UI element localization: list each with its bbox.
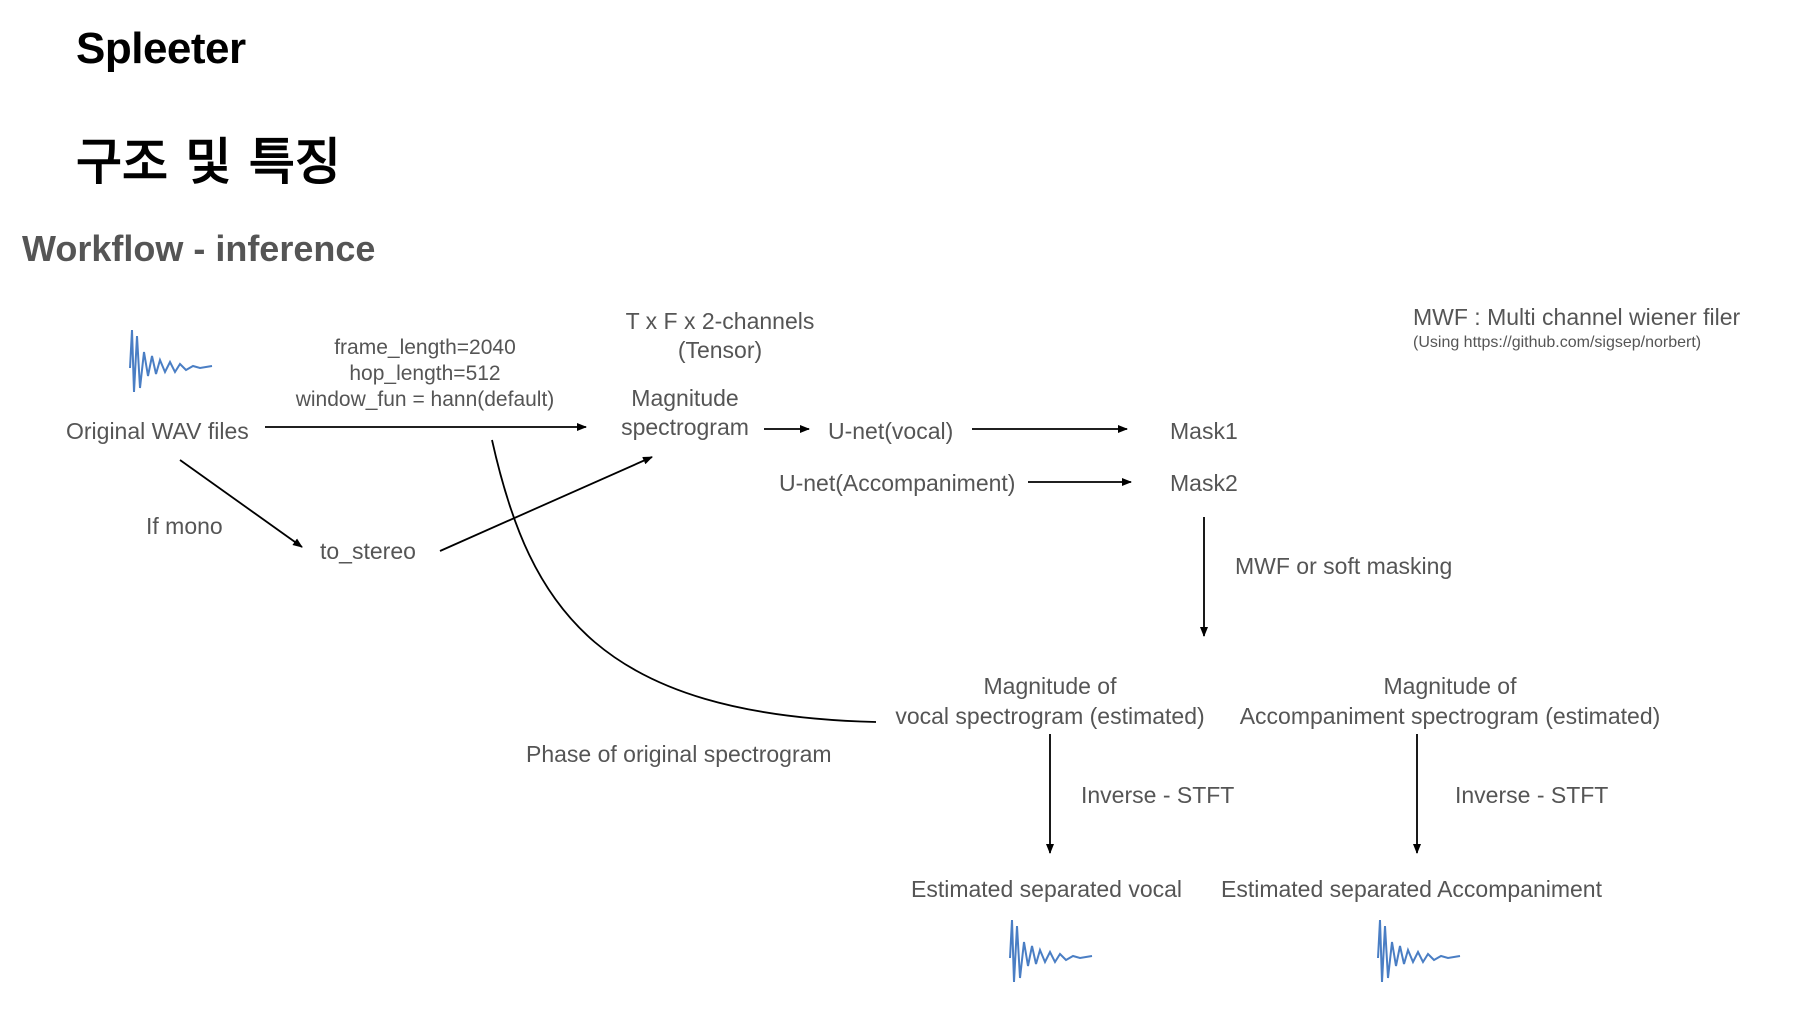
mag-vocal: Magnitude of vocal spectrogram (estimate…	[880, 671, 1220, 731]
to-stereo-label: to_stereo	[320, 538, 416, 564]
mwf-or-soft-label: MWF or soft masking	[1235, 553, 1453, 579]
page-subtitle: 구조 및 특징	[76, 133, 341, 191]
unet-accompaniment: U-net(Accompaniment)	[779, 470, 1016, 496]
if-mono-label: If mono	[146, 513, 223, 539]
original-wav-label: Original WAV files	[66, 418, 249, 444]
tensor-label: (Tensor)	[677, 337, 763, 363]
waveform-icon	[1377, 919, 1461, 983]
mag-acc-line2: Accompaniment spectrogram (estimated)	[1239, 703, 1661, 729]
tensor-shape: T x F x 2-channels (Tensor)	[600, 307, 840, 365]
page-title: Spleeter	[76, 24, 246, 73]
arrow-stereo-to-magnitude	[439, 456, 653, 552]
phase-original-label: Phase of original spectrogram	[526, 741, 832, 767]
curve-phase-original	[491, 439, 877, 723]
magnitude-line: Magnitude	[631, 385, 739, 411]
arrow-wav-to-stereo	[179, 459, 303, 548]
mag-acc-line1: Magnitude of	[1383, 673, 1517, 699]
mag-accompaniment: Magnitude of Accompaniment spectrogram (…	[1220, 671, 1680, 731]
estimated-vocal: Estimated separated vocal	[911, 876, 1183, 902]
mwf-note: MWF : Multi channel wiener filer	[1413, 304, 1741, 330]
mag-vocal-line1: Magnitude of	[983, 673, 1117, 699]
spectrogram-line: spectrogram	[621, 414, 749, 440]
mask1: Mask1	[1170, 418, 1238, 444]
unet-vocal: U-net(vocal)	[828, 418, 954, 444]
waveform-icon	[1009, 919, 1093, 983]
hop-length-label: hop_length=512	[349, 362, 501, 385]
section-heading: Workflow - inference	[22, 228, 376, 269]
mwf-note-source: (Using https://github.com/sigsep/norbert…	[1413, 334, 1702, 351]
magnitude-spectrogram: Magnitude spectrogram	[600, 384, 770, 442]
inverse-stft-accompaniment: Inverse - STFT	[1455, 782, 1609, 808]
waveform-icon	[129, 329, 213, 393]
inverse-stft-vocal: Inverse - STFT	[1081, 782, 1235, 808]
window-fun-label: window_fun = hann(default)	[295, 388, 555, 411]
mask2: Mask2	[1170, 470, 1238, 496]
frame-length-label: frame_length=2040	[334, 336, 516, 359]
stft-params: frame_length=2040 hop_length=512 window_…	[280, 335, 570, 413]
estimated-accompaniment: Estimated separated Accompaniment	[1221, 876, 1602, 902]
tensor-shape-line: T x F x 2-channels	[625, 308, 815, 334]
mag-vocal-line2: vocal spectrogram (estimated)	[895, 703, 1205, 729]
